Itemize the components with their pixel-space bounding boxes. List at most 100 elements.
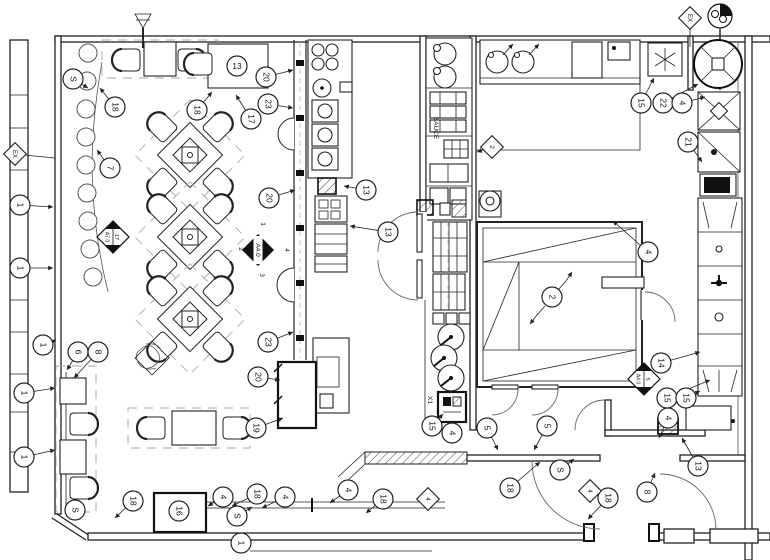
svg-text:4: 4 <box>643 250 653 255</box>
marker-EX: EX <box>2 141 28 167</box>
svg-text:1: 1 <box>15 203 25 208</box>
svg-text:15: 15 <box>636 98 646 108</box>
callout-1: 1 <box>13 446 35 468</box>
callout-14: 14 <box>650 352 672 374</box>
top-wall <box>54 35 770 43</box>
svg-text:EX: EX <box>11 150 17 158</box>
label-X1: X1 <box>426 396 433 404</box>
callout-1: 1 <box>9 194 31 216</box>
callout-S: S <box>549 459 571 481</box>
callout-19: 19 <box>245 417 267 439</box>
svg-text:18: 18 <box>252 489 262 499</box>
walk-in-cooler <box>476 221 676 416</box>
svg-text:3: 3 <box>258 273 265 277</box>
callout-1: 1 <box>9 257 31 279</box>
svg-text:15: 15 <box>681 393 691 403</box>
hatched-wall <box>364 451 468 465</box>
kitchen-west-wall <box>419 35 427 213</box>
svg-text:13: 13 <box>693 461 703 471</box>
svg-text:4: 4 <box>424 497 430 501</box>
svg-text:2: 2 <box>547 295 557 300</box>
svg-text:S: S <box>555 467 565 473</box>
pos-counter <box>276 360 318 430</box>
two-top-table <box>171 410 217 446</box>
svg-text:6: 6 <box>73 350 83 355</box>
callout-18: 18 <box>597 487 619 509</box>
callout-1: 1 <box>13 382 35 404</box>
banquette-boundary <box>55 365 97 513</box>
callout-8: 8 <box>87 341 109 363</box>
range-units <box>432 221 468 311</box>
svg-text:EX: EX <box>686 14 692 22</box>
label-1: 1 <box>259 222 266 226</box>
prep-table <box>571 41 603 79</box>
callout-4: 4 <box>441 422 463 444</box>
svg-text:A4.0: A4.0 <box>635 374 641 385</box>
callout-17: 17 <box>240 108 262 130</box>
callout-16: 16 <box>168 500 190 522</box>
callout-7: 7 <box>99 157 121 179</box>
svg-text:1: 1 <box>15 266 25 271</box>
label-4: 4 <box>283 248 290 252</box>
vestibule-door-arc <box>531 460 601 530</box>
svg-text:5: 5 <box>542 424 552 429</box>
window-mullions <box>10 94 28 453</box>
svg-text:15: 15 <box>427 421 437 431</box>
svg-text:13: 13 <box>383 227 393 237</box>
svg-text:23: 23 <box>263 99 273 109</box>
svg-text:1: 1 <box>259 222 266 226</box>
counter-bump <box>277 117 295 151</box>
callout-S: S <box>64 499 86 521</box>
callout-8: 8 <box>636 481 658 503</box>
coffee-brewers <box>311 99 339 171</box>
two-top-table <box>143 41 177 77</box>
cook-line <box>416 37 473 424</box>
bottom-wall <box>87 532 589 541</box>
callout-4: 4 <box>671 92 693 114</box>
svg-text:X1: X1 <box>426 396 433 404</box>
callout-20: 20 <box>247 366 269 388</box>
callout-15: 15 <box>421 415 443 437</box>
callout-20: 20 <box>255 66 277 88</box>
banquette-table <box>59 439 87 475</box>
svg-text:20: 20 <box>264 193 274 203</box>
svg-text:4: 4 <box>677 101 687 106</box>
marker-5: 5A4.0 <box>627 362 661 396</box>
three-compartment-sink <box>697 197 743 397</box>
wall-type-flag <box>134 13 152 29</box>
espresso-machine <box>317 177 337 195</box>
svg-text:2: 2 <box>488 145 494 149</box>
svg-text:1: 1 <box>19 455 29 460</box>
callout-13: 13 <box>226 55 248 77</box>
marker-A4.0: A4.0 <box>242 234 274 266</box>
svg-text:7: 7 <box>105 166 115 171</box>
svg-text:17: 17 <box>113 234 119 240</box>
svg-text:21: 21 <box>683 137 693 147</box>
svg-text:S: S <box>68 76 78 82</box>
callout-15: 15 <box>675 387 697 409</box>
callout-S: S <box>226 505 248 527</box>
svg-text:1: 1 <box>38 343 48 348</box>
svg-text:A4.0: A4.0 <box>254 243 261 257</box>
callout-13: 13 <box>355 179 377 201</box>
callout-21: 21 <box>677 131 699 153</box>
dish-and-sink-wall <box>657 39 743 435</box>
callout-20: 20 <box>258 187 280 209</box>
svg-text:13: 13 <box>232 61 242 71</box>
section-marker <box>707 3 733 29</box>
marker-EX: EX <box>677 5 703 31</box>
callout-4: 4 <box>212 486 234 508</box>
callout-5: 5 <box>536 415 558 437</box>
svg-text:5: 5 <box>482 426 492 431</box>
callout-15: 15 <box>656 387 678 409</box>
svg-text:4: 4 <box>218 495 228 500</box>
svg-text:4: 4 <box>663 416 673 421</box>
undercounter-units <box>314 223 348 273</box>
door-jamb <box>648 523 660 542</box>
svg-text:5: 5 <box>644 377 650 380</box>
svg-text:1: 1 <box>236 541 246 546</box>
svg-text:A7.0: A7.0 <box>104 232 110 243</box>
office-door-arc <box>574 399 606 431</box>
svg-text:20: 20 <box>253 372 263 382</box>
